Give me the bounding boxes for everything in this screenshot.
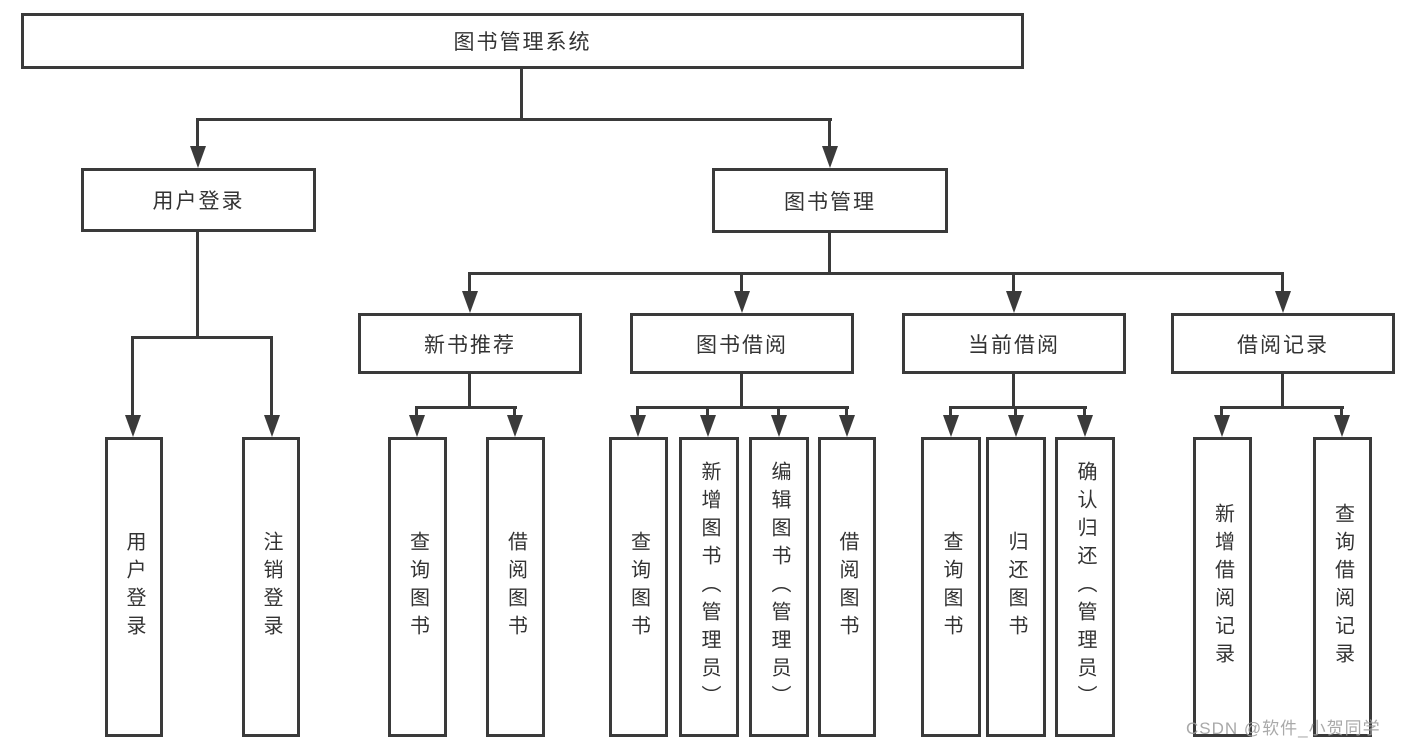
arrow-down-icon (839, 415, 855, 437)
leaf-cb-query-book-label: 查询图书 (940, 531, 962, 643)
connector (1012, 374, 1015, 406)
connector (196, 118, 199, 147)
leaf-nb-query-book: 查询图书 (388, 437, 447, 737)
node-new-book-recommend-label: 新书推荐 (424, 333, 516, 357)
arrow-down-icon (1008, 415, 1024, 437)
node-book-management: 图书管理 (712, 168, 948, 233)
leaf-cb-confirm-return: 确认归还（管理员） (1055, 437, 1115, 737)
connector (740, 272, 743, 292)
connector (1220, 406, 1223, 416)
leaf-br-add-record: 新增借阅记录 (1193, 437, 1252, 737)
leaf-nb-borrow-book-label: 借阅图书 (504, 531, 527, 643)
connector (415, 406, 517, 409)
connector (468, 272, 1284, 275)
connector (520, 69, 523, 118)
connector (1281, 272, 1284, 292)
leaf-bb-borrow-book-label: 借阅图书 (836, 531, 858, 643)
leaf-bb-query-book-label: 查询图书 (627, 531, 650, 643)
arrow-down-icon (771, 415, 787, 437)
node-current-borrowing: 当前借阅 (902, 313, 1126, 374)
leaf-logout: 注销登录 (242, 437, 300, 737)
arrow-down-icon (462, 291, 478, 313)
connector (777, 406, 780, 416)
connector (1340, 406, 1343, 416)
leaf-logout-label: 注销登录 (260, 531, 282, 643)
connector (1083, 406, 1086, 416)
connector (270, 336, 273, 416)
arrow-down-icon (507, 415, 523, 437)
leaf-bb-edit-book: 编辑图书（管理员） (749, 437, 809, 737)
arrow-down-icon (125, 415, 141, 437)
leaf-nb-query-book-label: 查询图书 (406, 531, 429, 643)
leaf-cb-return-book-label: 归还图书 (1005, 531, 1027, 643)
node-user-login: 用户登录 (81, 168, 316, 232)
node-root: 图书管理系统 (21, 13, 1024, 69)
connector (131, 336, 273, 339)
node-borrowing-records: 借阅记录 (1171, 313, 1395, 374)
leaf-br-add-record-label: 新增借阅记录 (1211, 503, 1234, 671)
connector (636, 406, 849, 409)
leaf-user-login-label: 用户登录 (123, 531, 145, 643)
node-book-borrowing-label: 图书借阅 (696, 333, 788, 357)
arrow-down-icon (264, 415, 280, 437)
connector (706, 406, 709, 416)
node-borrowing-records-label: 借阅记录 (1237, 333, 1329, 357)
leaf-br-query-record: 查询借阅记录 (1313, 437, 1372, 737)
arrow-down-icon (1275, 291, 1291, 313)
node-new-book-recommend: 新书推荐 (358, 313, 582, 374)
arrow-down-icon (1006, 291, 1022, 313)
arrow-down-icon (630, 415, 646, 437)
arrow-down-icon (1077, 415, 1093, 437)
node-root-label: 图书管理系统 (453, 31, 592, 54)
connector (1012, 272, 1015, 292)
connector (636, 406, 639, 416)
node-current-borrowing-label: 当前借阅 (968, 333, 1060, 357)
connector (845, 406, 848, 416)
connector (1220, 406, 1344, 409)
leaf-bb-add-book-label: 新增图书（管理员） (698, 461, 720, 713)
leaf-bb-add-book: 新增图书（管理员） (679, 437, 739, 737)
leaf-cb-confirm-return-label: 确认归还（管理员） (1074, 461, 1096, 713)
node-book-borrowing: 图书借阅 (630, 313, 854, 374)
connector (196, 118, 832, 121)
leaf-bb-borrow-book: 借阅图书 (818, 437, 876, 737)
node-user-login-label: 用户登录 (152, 190, 245, 213)
csdn-watermark: CSDN @软件_小贺同学 (1186, 719, 1381, 738)
arrow-down-icon (700, 415, 716, 437)
arrow-down-icon (409, 415, 425, 437)
connector (131, 336, 134, 416)
connector (740, 374, 743, 406)
leaf-bb-edit-book-label: 编辑图书（管理员） (768, 461, 790, 713)
arrow-down-icon (1334, 415, 1350, 437)
arrow-down-icon (1214, 415, 1230, 437)
connector (828, 233, 831, 272)
connector (468, 272, 471, 292)
connector (468, 374, 471, 406)
arrow-down-icon (943, 415, 959, 437)
arrow-down-icon (190, 146, 206, 168)
leaf-cb-return-book: 归还图书 (986, 437, 1046, 737)
connector (415, 406, 418, 416)
arrow-down-icon (822, 146, 838, 168)
connector (196, 232, 199, 336)
connector (1014, 406, 1017, 416)
arrow-down-icon (734, 291, 750, 313)
connector (1281, 374, 1284, 406)
node-book-management-label: 图书管理 (784, 190, 876, 214)
connector (513, 406, 516, 416)
leaf-bb-query-book: 查询图书 (609, 437, 668, 737)
connector (949, 406, 1087, 409)
leaf-nb-borrow-book: 借阅图书 (486, 437, 545, 737)
connector (949, 406, 952, 416)
leaf-user-login: 用户登录 (105, 437, 163, 737)
connector (828, 118, 831, 147)
leaf-br-query-record-label: 查询借阅记录 (1331, 503, 1354, 671)
leaf-cb-query-book: 查询图书 (921, 437, 981, 737)
